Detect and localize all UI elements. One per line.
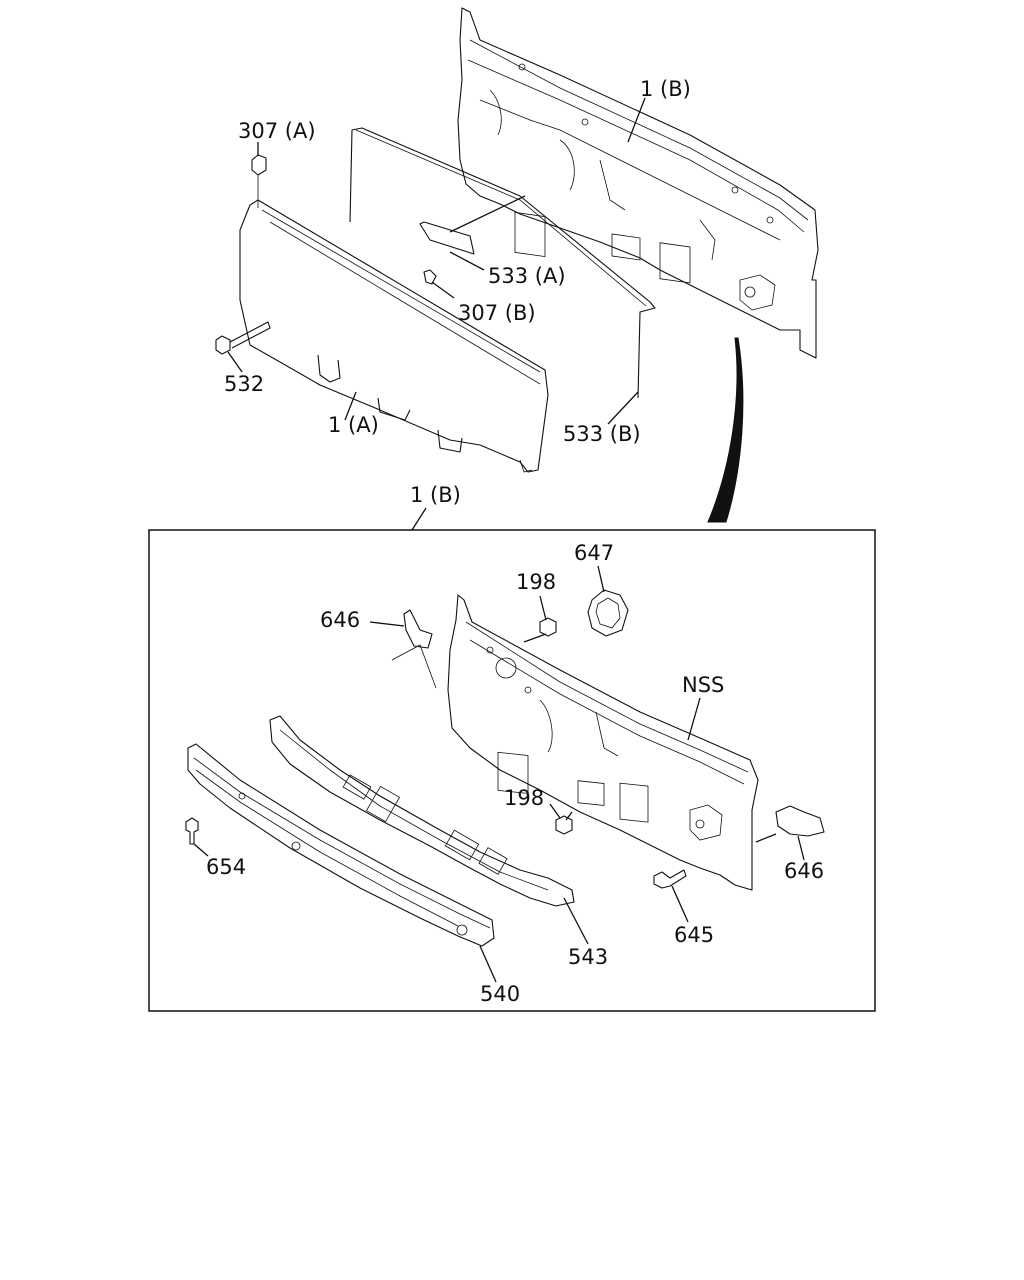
label-seal-533a: 533 (A) (488, 264, 566, 288)
label-nut-198-top: 198 (516, 570, 556, 594)
bolt-532-drawing (215, 321, 271, 355)
panel-1a-drawing (239, 199, 549, 473)
nut-198-mid-drawing (555, 815, 573, 835)
label-grommet-647: 647 (574, 541, 614, 565)
seal-533-drawing (349, 127, 656, 399)
bracket-646-left-drawing (403, 609, 433, 649)
label-bracket-646-left: 646 (320, 608, 360, 632)
upper-panel-b-drawing (457, 7, 819, 359)
label-seal-533b: 533 (B) (563, 422, 641, 446)
label-panel-1b-top: 1 (B) (640, 77, 691, 101)
clip-307b-drawing (423, 269, 437, 285)
label-bracket-646-right: 646 (784, 859, 824, 883)
label-stud-654: 654 (206, 855, 246, 879)
member-540-drawing (187, 743, 495, 947)
stud-654-drawing (185, 817, 199, 845)
nut-198-top-drawing (539, 617, 557, 637)
label-bolt-645: 645 (674, 923, 714, 947)
label-member-543: 543 (568, 945, 608, 969)
label-nss: NSS (682, 673, 724, 697)
grommet-647-drawing (587, 589, 629, 637)
detail-box (148, 529, 876, 1012)
label-panel-1b-detail: 1 (B) (410, 483, 461, 507)
bracket-646-right-drawing (775, 805, 825, 837)
label-clip-307a: 307 (A) (238, 119, 316, 143)
bolt-645-drawing (653, 869, 687, 889)
label-panel-1a: 1 (A) (328, 413, 379, 437)
label-nut-198-mid: 198 (504, 786, 544, 810)
label-member-540: 540 (480, 982, 520, 1006)
label-bolt-532: 532 (224, 372, 264, 396)
label-clip-307b: 307 (B) (458, 301, 536, 325)
member-543-drawing (269, 715, 575, 907)
reference-arrow (707, 337, 744, 523)
detail-panel-drawing (447, 594, 759, 891)
